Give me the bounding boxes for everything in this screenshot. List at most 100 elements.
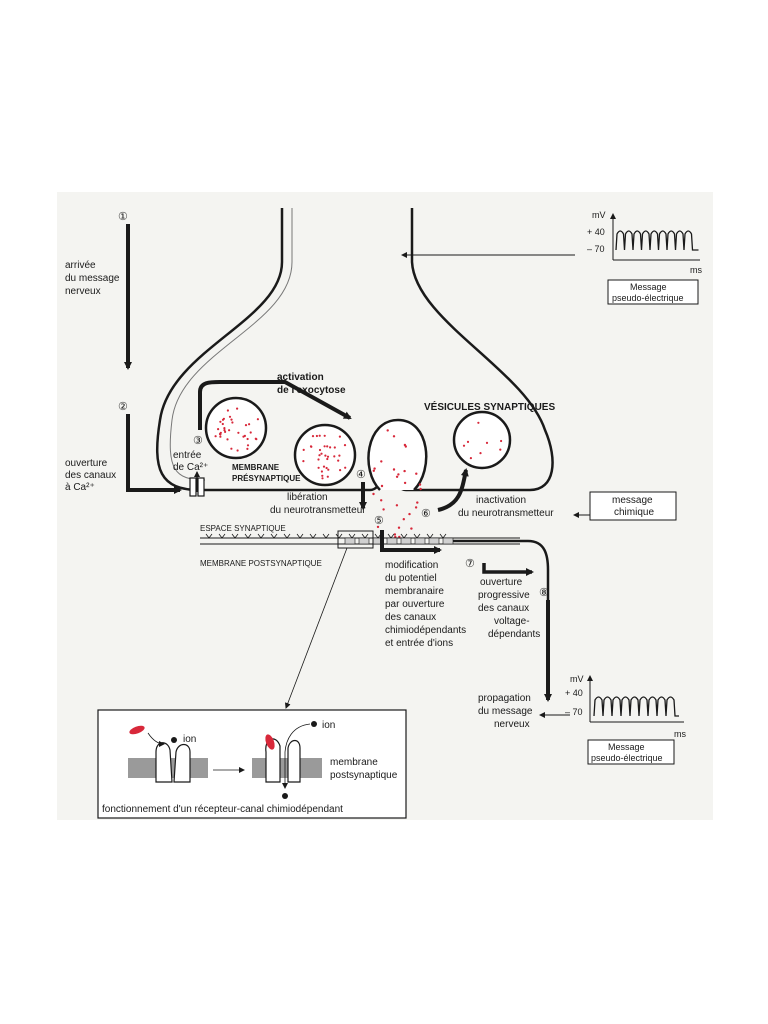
receptor-tick (283, 533, 291, 539)
inset-membrane-right (252, 758, 322, 778)
svg-text:entrée: entrée (173, 450, 202, 461)
neurotransmitter-dot (322, 465, 326, 468)
svg-text:propagation: propagation (478, 693, 531, 704)
label-membrane-post: MEMBRANE POSTSYNAPTIQUE (200, 559, 322, 568)
receptor-tick (387, 533, 395, 539)
neurotransmitter-dot (343, 444, 347, 447)
neurotransmitter-dot (326, 445, 329, 448)
neurotransmitter-dot (403, 481, 407, 485)
neurotransmitter-dot (408, 512, 411, 516)
neurotransmitter-dot (302, 448, 305, 451)
svg-text:Message: Message (630, 282, 667, 292)
neurotransmitter-dot (477, 421, 480, 424)
svg-text:Message: Message (608, 742, 645, 752)
neurotransmitter-dot (237, 431, 240, 434)
receptor-channel (442, 537, 454, 545)
receptor-tick (413, 533, 421, 539)
receptor-tick (400, 533, 408, 539)
svg-text:inactivation: inactivation (476, 495, 526, 506)
message-chimique-box: message chimique (589, 491, 677, 521)
svg-text:progressive: progressive (478, 590, 530, 601)
step-5: ⑤ (374, 515, 384, 527)
arrow-activation-exocytosis (198, 380, 352, 430)
svg-text:nerveux: nerveux (494, 719, 530, 730)
neurotransmitter-dot (333, 455, 336, 458)
neurotransmitter-dot (338, 454, 341, 457)
neurotransmitter-dot (236, 449, 239, 452)
label-membrane-pre: MEMBRANE PRÉSYNAPTIQUE (232, 463, 301, 483)
neurotransmitter-dot (415, 472, 418, 475)
neurotransmitter-dot (418, 483, 422, 486)
neurotransmitter-dot (242, 435, 245, 438)
neurotransmitter-dot (416, 501, 419, 504)
neurotransmitter-dot (337, 459, 340, 462)
label-espace: ESPACE SYNAPTIQUE (200, 524, 286, 533)
receptor-channel (414, 537, 426, 545)
neurotransmitter-dot (302, 460, 305, 463)
svg-text:des canaux: des canaux (478, 603, 529, 614)
neurotransmitter-dot (326, 455, 330, 458)
neurotransmitter-dot (323, 434, 326, 437)
label-activation: activation de l'exocytose (277, 372, 346, 396)
receptor-tick (439, 533, 447, 539)
neurotransmitter-dot (222, 417, 225, 420)
neurotransmitter-dot (339, 469, 342, 472)
label-liberation: libération du neurotransmetteur (270, 492, 366, 516)
svg-text:MEMBRANE: MEMBRANE (232, 463, 280, 472)
neurotransmitter-dot (386, 429, 389, 432)
neurotransmitter-dot (469, 457, 472, 460)
svg-text:chimiodépendants: chimiodépendants (385, 625, 466, 636)
svg-text:voltage-: voltage- (494, 616, 530, 627)
step-3: ③ (193, 435, 203, 447)
svg-text:mV: mV (592, 210, 606, 220)
svg-text:du potentiel: du potentiel (385, 573, 437, 584)
svg-text:ouverture: ouverture (65, 458, 108, 469)
neurotransmitter-dot (311, 435, 315, 438)
neurotransmitter-dot (230, 418, 233, 421)
neurotransmitter-dot (321, 477, 324, 480)
label-modification: modification du potentiel membranaire pa… (385, 560, 466, 649)
neurotransmitter-dot (219, 435, 222, 438)
svg-text:nerveux: nerveux (65, 286, 101, 297)
receptor-tick (335, 533, 343, 539)
neurotransmitter-dot (326, 457, 329, 461)
top-potential-graph: mV + 40 – 70 ms (587, 210, 702, 275)
neurotransmitter-dot (214, 435, 217, 438)
label-inactivation: inactivation du neurotransmetteur (458, 495, 554, 519)
svg-text:à Ca²⁺: à Ca²⁺ (65, 482, 95, 493)
svg-text:+ 40: + 40 (587, 227, 605, 237)
neurotransmitter-dot (397, 473, 400, 476)
neurotransmitter-dot (395, 475, 399, 478)
svg-text:du message: du message (65, 273, 120, 284)
inset-caption: fonctionnement d'un récepteur-canal chim… (102, 804, 343, 815)
svg-text:dépendants: dépendants (488, 629, 540, 640)
top-pseudo-electrique-box: Message pseudo-électrique (607, 279, 699, 305)
receptor-inset: ion ion membrane postsynaptique fonction… (97, 709, 407, 819)
neurotransmitter-dot (217, 428, 220, 431)
receptor-tick (270, 533, 278, 539)
svg-text:message: message (612, 495, 653, 506)
neurotransmitter-dot (479, 452, 482, 455)
svg-text:du neurotransmetteur: du neurotransmetteur (270, 505, 366, 516)
neurotransmitter-dot (321, 474, 324, 477)
receptor-tick (205, 533, 213, 539)
svg-text:de Ca²⁺: de Ca²⁺ (173, 462, 208, 473)
neurotransmitter-dot (226, 438, 229, 441)
arrow-channel-opening (126, 414, 182, 494)
neurotransmitter-dot (404, 445, 407, 448)
neurotransmitter-dot (317, 466, 320, 469)
step-6: ⑥ (421, 508, 431, 520)
neurotransmitter-dot (224, 430, 227, 433)
receptor-closed (155, 742, 173, 783)
neurotransmitter-dot (329, 446, 332, 449)
neurotransmitter-dot (320, 452, 323, 455)
neurotransmitter-dot (414, 506, 418, 509)
neurotransmitter-dot (410, 527, 413, 530)
neurotransmitter-dot (228, 429, 231, 432)
neurotransmitter-dot (230, 447, 233, 450)
receptor-tick (296, 533, 304, 539)
svg-text:postsynaptique: postsynaptique (330, 770, 398, 781)
neurotransmitter-dot (372, 469, 375, 472)
neurotransmitter-dot (392, 468, 396, 471)
